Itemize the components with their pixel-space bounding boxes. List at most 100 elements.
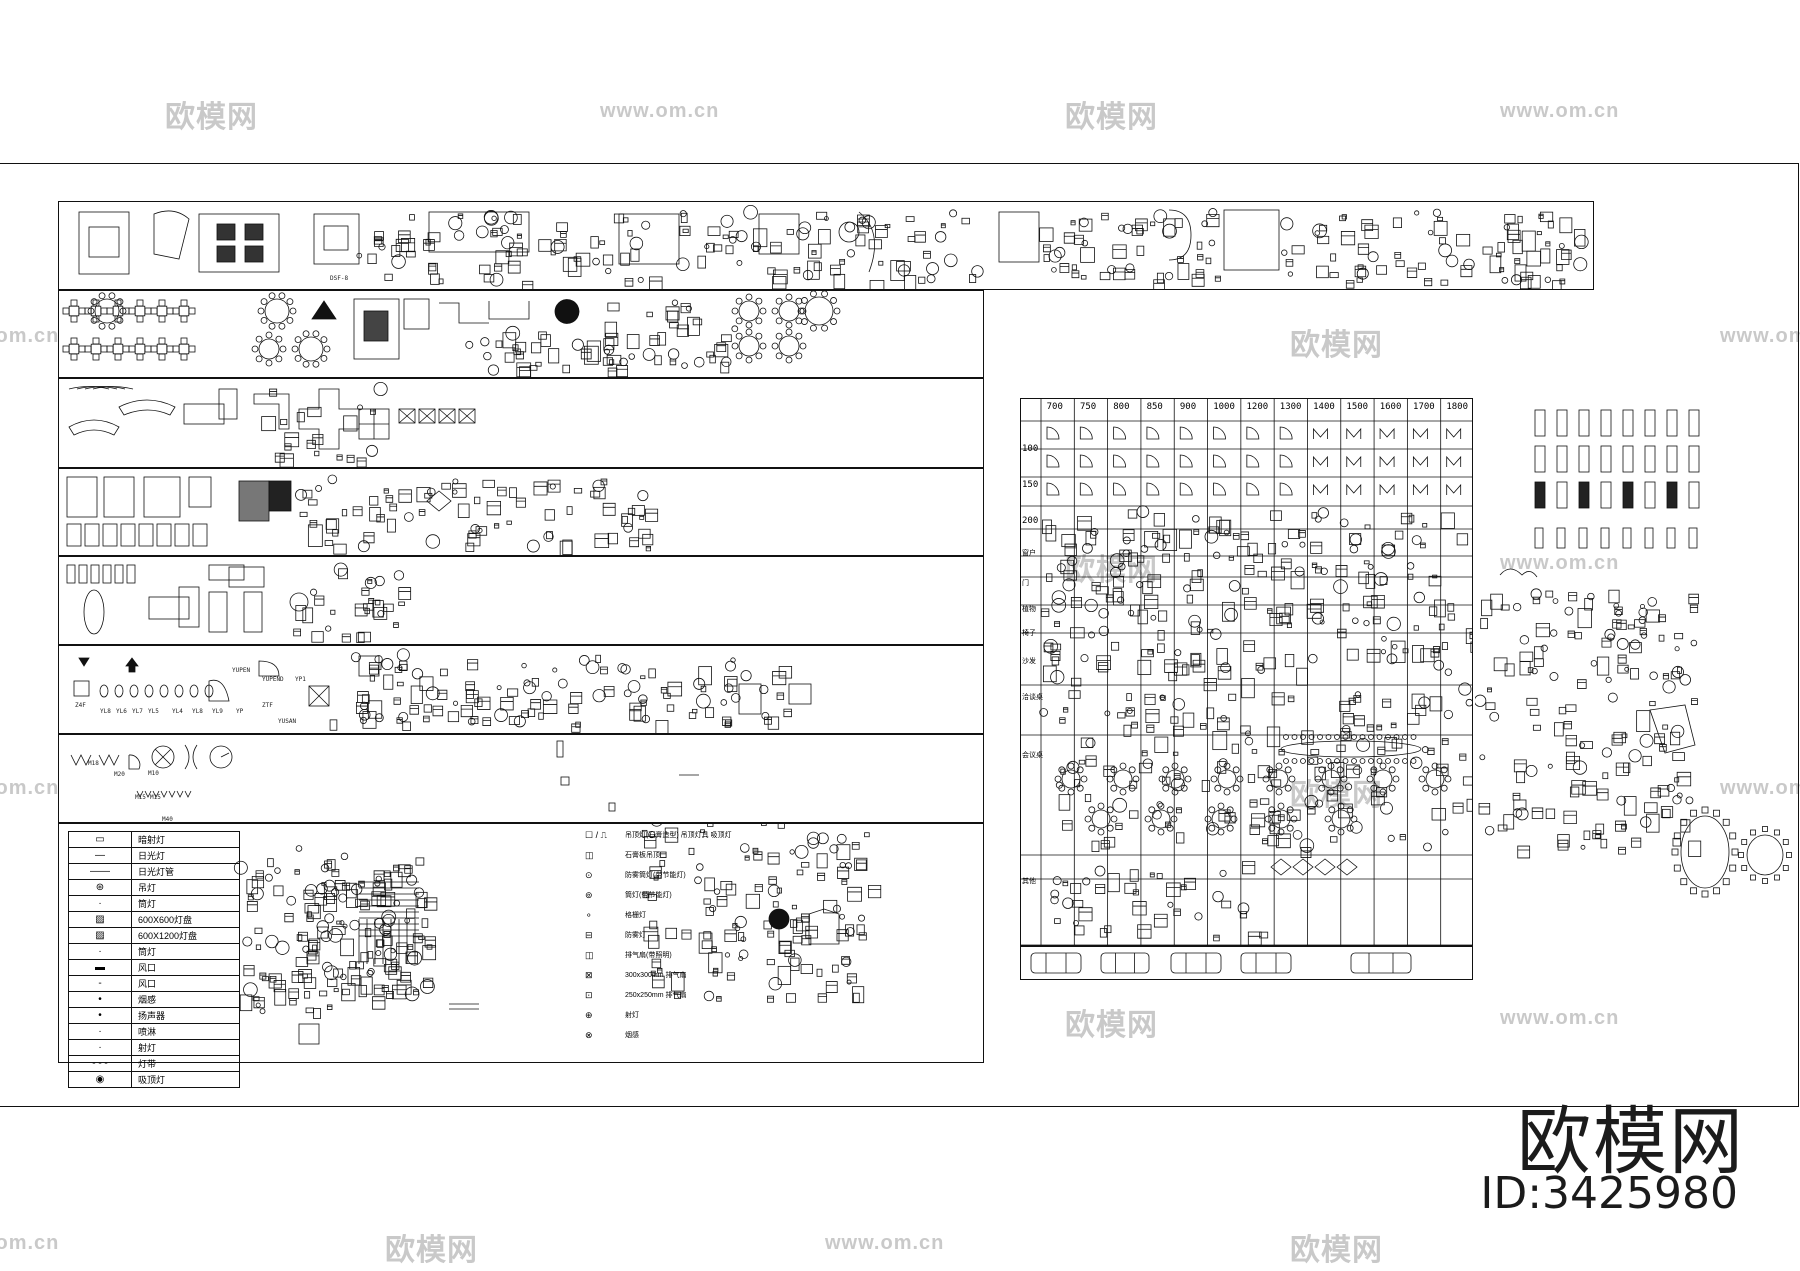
furniture-symbol: [837, 866, 850, 879]
fixture-symbol: [648, 830, 656, 839]
fixture-symbol: [295, 488, 307, 501]
chair-symbol: [1162, 784, 1170, 792]
furniture-symbol: [482, 717, 492, 726]
furniture-symbol: [1179, 529, 1192, 549]
fixture-symbol: [359, 716, 368, 724]
chair-symbol: [1673, 832, 1681, 840]
furniture-symbol: [1349, 533, 1362, 545]
furniture-symbol: [571, 723, 581, 733]
fixture-symbol: [1156, 801, 1163, 808]
furniture-symbol: [1517, 215, 1523, 224]
furniture-symbol: [1545, 590, 1554, 598]
furniture-symbol: [1284, 654, 1295, 668]
door-leaf-symbol: [1534, 481, 1546, 509]
furniture-symbol: [1487, 687, 1492, 693]
chair-symbol: [158, 315, 166, 323]
furniture-symbol: [369, 675, 376, 682]
furniture-symbol: [361, 587, 370, 596]
fixture-symbol: [693, 677, 706, 690]
fixture-symbol: [560, 776, 570, 786]
band1-label: DSF-8: [330, 275, 349, 282]
furniture-symbol: [372, 996, 386, 1010]
furniture-symbol: [1634, 619, 1646, 628]
band6-label: YP: [236, 708, 244, 715]
furniture-symbol: [687, 316, 700, 336]
fixture-symbol: [342, 923, 348, 929]
furniture-symbol: [1115, 822, 1123, 830]
chair-symbol: [257, 307, 265, 315]
note-row: ⊟防雾灯: [585, 925, 735, 945]
chair-symbol: [735, 297, 743, 305]
furniture-symbol: [1103, 836, 1116, 848]
fixture-symbol: [375, 875, 382, 882]
triangle-symbol: [311, 300, 337, 320]
furniture-symbol: [1371, 594, 1385, 609]
note-text: 射灯: [625, 1012, 639, 1019]
chair-symbol: [1336, 784, 1344, 792]
furniture-symbol: [890, 260, 905, 281]
fixture-symbol: [1421, 746, 1429, 754]
furniture-symbol: [1330, 762, 1345, 778]
chair-symbol: [795, 332, 803, 340]
furniture-symbol: [367, 578, 373, 584]
watermark-url: www.om.cn: [600, 100, 720, 122]
door-leaf-symbol: [1578, 409, 1590, 437]
fixture-symbol: [1039, 708, 1048, 717]
fixture-symbol: [274, 867, 281, 874]
furniture-symbol: [390, 871, 403, 888]
furniture-symbol: [273, 885, 284, 897]
furniture-symbol: [1314, 766, 1326, 781]
door-swing-symbol: [1113, 426, 1127, 440]
mini-door-symbol: [176, 790, 184, 798]
fixture-symbol: [1574, 234, 1589, 250]
chair-symbol: [1422, 784, 1430, 792]
furniture-symbol: [1070, 883, 1082, 894]
chair-symbol: [759, 307, 767, 315]
furniture-symbol: [1512, 792, 1521, 801]
fixture-symbol: [1381, 544, 1396, 559]
furniture-symbol: [346, 454, 355, 463]
furniture-symbol: [274, 989, 287, 1006]
furniture-symbol: [1132, 901, 1147, 916]
furniture-symbol: [704, 877, 715, 892]
furniture-symbol: [1078, 218, 1093, 232]
fixture-symbol: [1391, 643, 1398, 650]
note-row: ⊗烟感: [585, 1025, 735, 1045]
furniture-symbol: [1071, 900, 1084, 908]
furniture-symbol: [261, 416, 277, 432]
furniture-symbol: [333, 988, 339, 993]
table-category-label: 会议桌: [1022, 751, 1043, 759]
fixture-symbol: [1616, 638, 1629, 650]
furniture-symbol: [609, 359, 615, 365]
furniture-symbol: [416, 487, 431, 503]
furniture-symbol: [418, 935, 425, 940]
furniture-symbol: [1533, 646, 1544, 660]
table-symbol: [90, 343, 102, 355]
chair-symbol: [810, 324, 817, 332]
furniture-symbol: [1074, 925, 1085, 936]
furniture-symbol: [855, 859, 867, 871]
note-row: ◫石膏板吊顶: [585, 845, 735, 865]
door-swing-symbol: [1213, 482, 1226, 496]
chair-symbol: [166, 307, 174, 315]
furniture-symbol: [1533, 658, 1544, 667]
legend-row: ▭暗射灯: [69, 832, 239, 848]
table-category-label: 其他: [1022, 877, 1036, 885]
fixture-symbol: [729, 236, 737, 244]
fixture-symbol: [322, 961, 333, 973]
furniture-symbol: [428, 263, 437, 272]
toilet-symbol: [129, 684, 139, 698]
furniture-symbol: [627, 507, 636, 515]
furniture-symbol: [519, 366, 531, 379]
chair-symbol: [1076, 766, 1084, 774]
legend-text: 600X1200灯盘: [138, 931, 198, 941]
furniture-symbol: [364, 607, 370, 615]
furniture-symbol: [1672, 752, 1685, 762]
chair-symbol: [78, 345, 86, 353]
furniture-symbol: [654, 355, 662, 366]
chair-symbol: [265, 331, 273, 339]
furniture-symbol: [816, 968, 823, 977]
chair-symbol: [289, 592, 309, 612]
furniture-symbol: [400, 971, 411, 983]
